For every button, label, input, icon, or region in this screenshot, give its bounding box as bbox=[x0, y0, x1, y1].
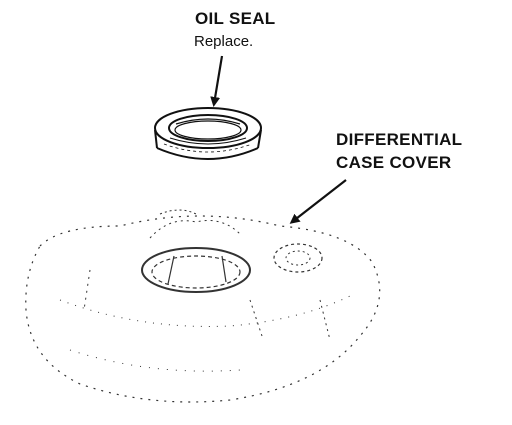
differential-case-cover-label-line1: DIFFERENTIAL bbox=[336, 130, 463, 149]
differential-case-cover-label-line2: CASE COVER bbox=[336, 153, 452, 172]
case-cover-arrow bbox=[289, 179, 347, 224]
oil-seal-arrow bbox=[210, 55, 224, 107]
oil-seal-note: Replace. bbox=[194, 33, 254, 50]
oil-seal-drawing bbox=[154, 107, 262, 160]
oil-seal-label: OIL SEAL bbox=[195, 9, 276, 28]
differential-case-cover-drawing bbox=[25, 209, 381, 403]
